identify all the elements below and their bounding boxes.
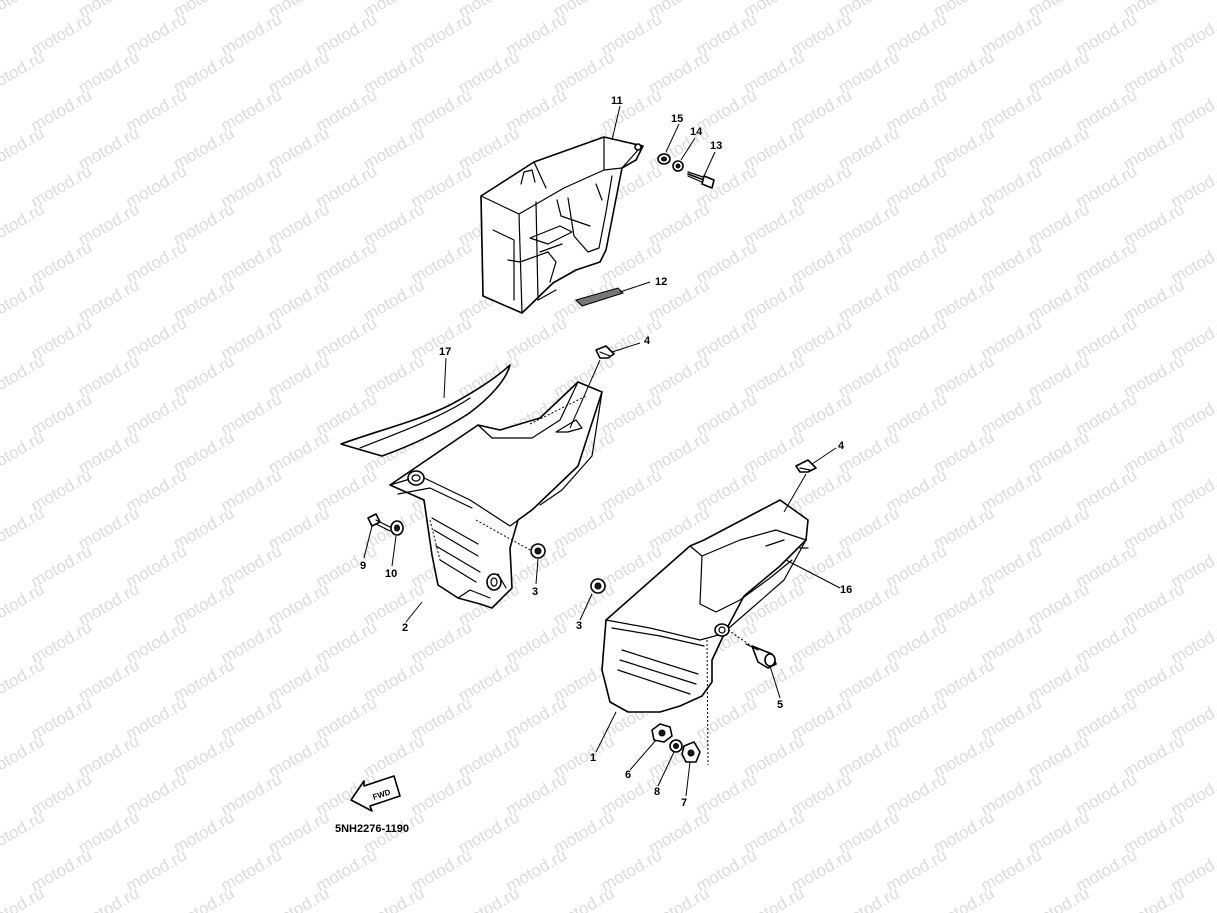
part-13-bolt	[687, 171, 715, 189]
part-7-grommet	[681, 741, 701, 763]
callout-labels: 11 15 14 13 12 17 4 4 16 9 10 3 3 2 5 1 …	[360, 95, 852, 809]
part-1-right-side-cover	[601, 499, 809, 766]
part-8-washer	[669, 739, 683, 753]
part-17-emblem	[340, 364, 511, 457]
callout-3b: 3	[576, 620, 582, 632]
watermark-text: motod.ru	[0, 807, 48, 857]
watermark-text: motod.ru	[265, 883, 333, 913]
watermark-text: motod.ru	[0, 427, 48, 477]
watermark-text: motod.ru	[0, 0, 48, 21]
drawing-code: 5NH2276-1190	[335, 823, 409, 835]
part-9-bolt	[367, 513, 393, 532]
watermark-text: motod.ru	[645, 883, 713, 913]
callout-1: 1	[590, 752, 596, 764]
callout-2: 2	[402, 622, 408, 634]
callout-9: 9	[360, 560, 366, 572]
watermark-text: motod.ru	[1025, 883, 1093, 913]
watermark-text: motod.ru	[170, 883, 238, 913]
watermark-text: motod.ru	[75, 883, 143, 913]
part-4-clip-lower	[795, 459, 817, 473]
watermark-text: motod.ru	[550, 883, 618, 913]
part-3-grommet-left	[530, 543, 546, 559]
callout-7: 7	[681, 797, 687, 809]
watermark-text: motod.ru	[0, 655, 48, 705]
part-2-left-side-cover	[389, 381, 603, 609]
watermark-text: motod.ru	[0, 275, 48, 325]
part-12-pad	[575, 287, 624, 307]
watermark-text: motod.ru	[360, 883, 428, 913]
watermark-text: motod.ru	[455, 883, 523, 913]
part-11-battery-box	[480, 136, 644, 314]
callout-10: 10	[385, 568, 397, 580]
part-3-grommet-right	[590, 578, 606, 594]
part-10-washer	[390, 520, 404, 536]
callout-11: 11	[611, 95, 623, 107]
callout-4a: 4	[644, 335, 651, 347]
watermark-text: motod.ru	[0, 579, 48, 629]
part-15-washer	[657, 153, 671, 165]
callout-14: 14	[690, 126, 703, 138]
watermark-text: motod.ru	[0, 503, 48, 553]
watermark-text: motod.ru	[930, 883, 998, 913]
callout-15: 15	[671, 113, 683, 125]
watermark-text: motod.ru	[1120, 883, 1188, 913]
watermark-text: motod.ru	[835, 883, 903, 913]
callout-8: 8	[654, 786, 660, 798]
callout-3a: 3	[532, 586, 538, 598]
watermark-text: motod.ru	[740, 883, 808, 913]
callout-5: 5	[777, 699, 783, 711]
leader-lines	[363, 105, 841, 797]
callout-13: 13	[710, 140, 722, 152]
callout-16: 16	[840, 584, 852, 596]
watermark-text: motod.ru	[0, 199, 48, 249]
watermark-text: motod.ru	[0, 123, 48, 173]
callout-17: 17	[439, 346, 451, 358]
callout-12: 12	[655, 276, 667, 288]
part-5-screw	[745, 643, 777, 669]
part-6-nut	[651, 723, 673, 743]
watermark-text: motod.ru	[0, 351, 48, 401]
callout-4b: 4	[838, 440, 845, 452]
callout-6: 6	[625, 769, 631, 781]
fwd-arrow-icon: FWD	[350, 775, 401, 812]
watermark-text: motod.ru	[0, 883, 48, 913]
part-4-clip-upper	[595, 345, 615, 359]
watermark-text: motod.ru	[0, 731, 48, 781]
watermark-text: motod.ru	[0, 47, 48, 97]
part-14-washer	[672, 160, 684, 172]
